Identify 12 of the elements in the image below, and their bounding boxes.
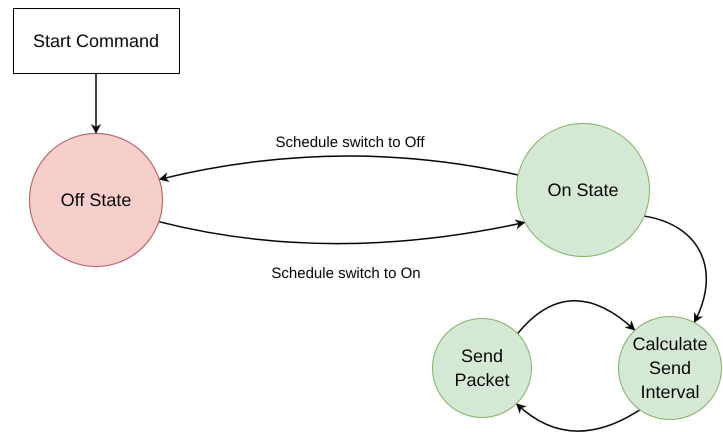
arrow	[517, 300, 636, 334]
node-label: Send Packet	[453, 345, 511, 392]
node-label: Calculate Send Interval	[631, 333, 709, 404]
arrow	[159, 219, 526, 244]
arrow	[644, 215, 707, 323]
arrow	[158, 155, 518, 182]
node-label: Off State	[60, 189, 132, 212]
node-label: On State	[546, 179, 620, 202]
arrow	[516, 403, 640, 432]
node-label: Start Command	[32, 30, 160, 53]
arrow	[91, 74, 101, 134]
process-box	[12, 8, 180, 74]
